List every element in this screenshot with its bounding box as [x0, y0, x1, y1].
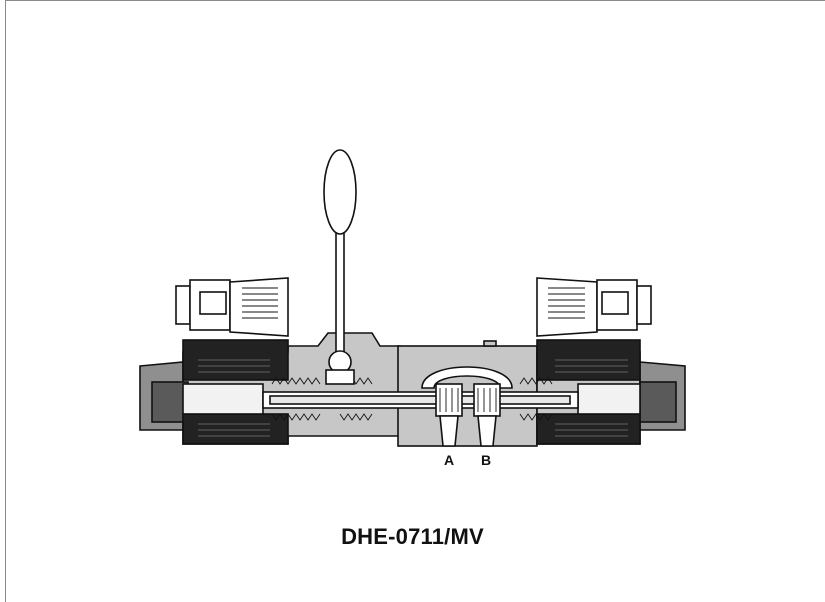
port-b	[477, 415, 497, 447]
center-channel	[421, 366, 513, 389]
port-b-label: B	[481, 452, 492, 468]
port-a-label: A	[444, 452, 455, 468]
right-tube	[639, 381, 677, 423]
solenoid-connector-right	[536, 277, 652, 337]
manual-lever-rod	[335, 227, 345, 359]
page-frame	[5, 0, 825, 602]
port-a	[439, 415, 459, 447]
manual-lever-knob	[323, 149, 357, 235]
model-code-caption: DHE-0711/MV	[341, 524, 484, 549]
solenoid-connector-left	[175, 277, 289, 337]
coil-left-bottom	[182, 413, 289, 445]
spool	[269, 395, 571, 405]
left-plunger	[182, 383, 264, 415]
right-plunger	[577, 383, 641, 415]
lever-fork	[325, 369, 355, 385]
coil-right-bottom	[536, 413, 641, 445]
top-fitting	[483, 340, 497, 347]
